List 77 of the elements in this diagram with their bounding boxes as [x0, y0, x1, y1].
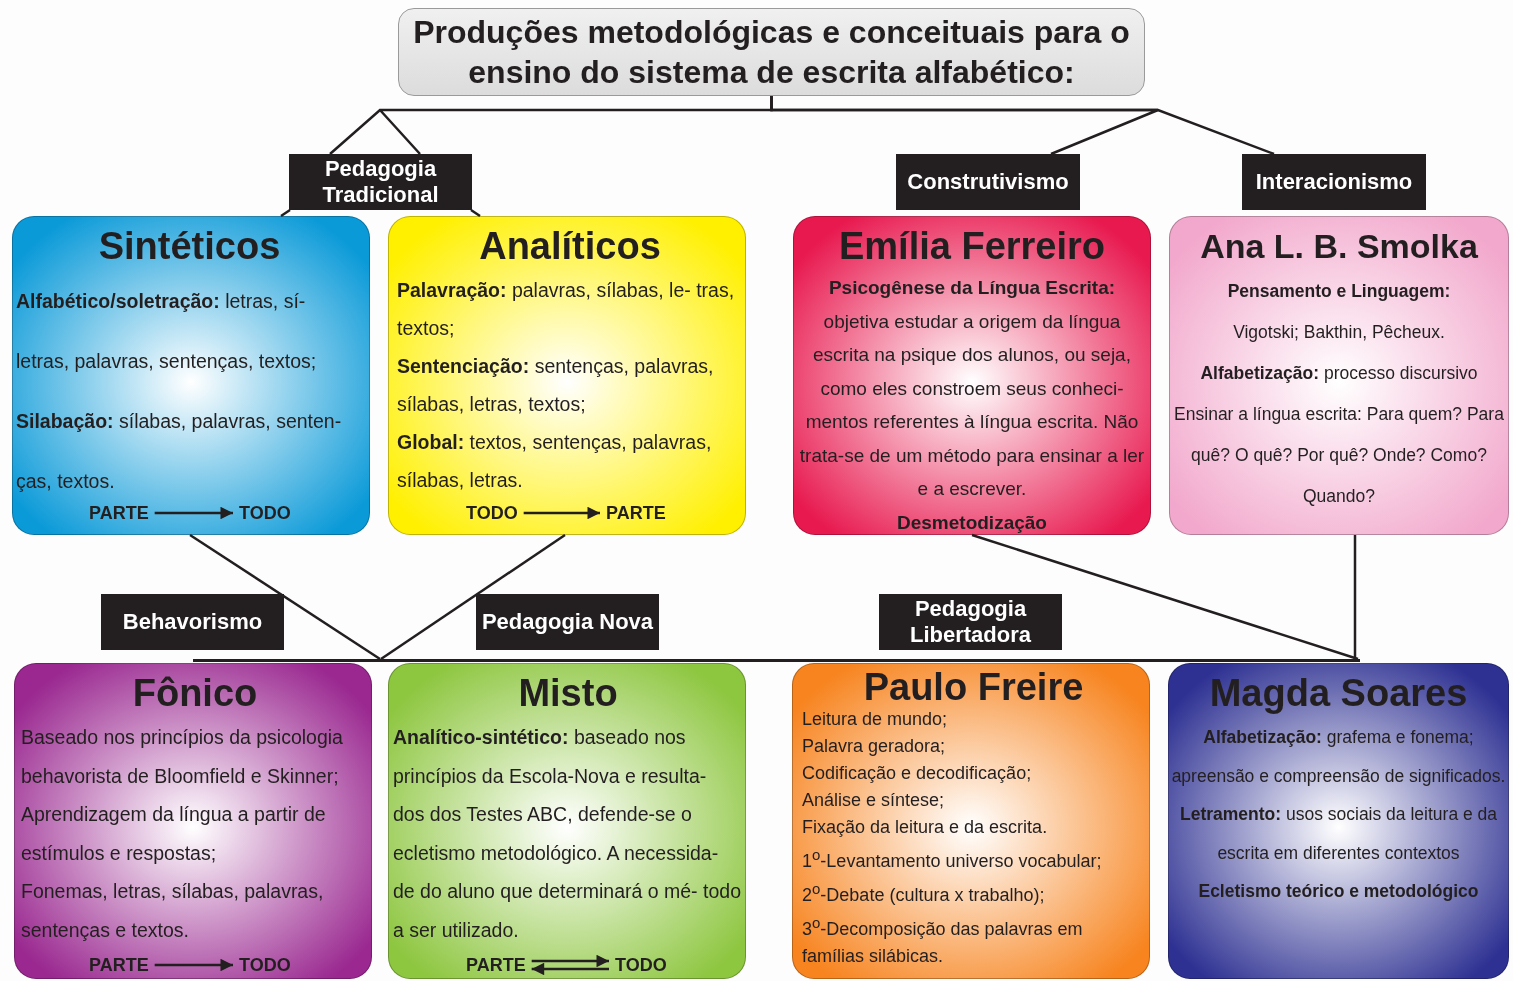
card-text: Palavra geradora; [802, 735, 947, 758]
category-label [896, 154, 1080, 210]
card-text: Análise e síntese; [802, 789, 946, 812]
card-text: Sentenciação: sentenças, palavras, sílabas, letras, textos; [397, 354, 715, 417]
card-text: Fixação da leitura e da escrita. [802, 816, 1049, 839]
label-text: Behavorismo [122, 609, 263, 635]
arrow [531, 962, 609, 976]
method-card [792, 663, 1150, 979]
label-text: Pedagogia Tradicional [321, 156, 440, 208]
card-text: Palavração: palavras, sílabas, le- tras, textos; [397, 278, 736, 341]
direction-word: PARTE [89, 502, 149, 524]
arrow [154, 958, 233, 972]
category-label [1242, 154, 1426, 210]
direction-word: PARTE [89, 954, 149, 976]
card-heading: Magda Soares [1208, 671, 1469, 716]
card-text: 1$^{o}$-Levantamento universo vocabular; [802, 845, 1103, 873]
method-card [14, 663, 372, 979]
card-text: Fonemas, letras, sílabas, palavras, sentenças e textos. [21, 879, 325, 943]
card-text: Vigotski; Bakthin, Pêcheux. [1232, 321, 1446, 344]
card-text: Letramento: usos sociais da leitura e da escrita em diferentes contextos [1178, 803, 1499, 865]
direction-word: TODO [239, 954, 291, 976]
category-label [476, 594, 659, 650]
card-text: Codificação e decodificação; [802, 762, 1033, 785]
card-heading: Emília Ferreiro [837, 224, 1107, 269]
method-card [388, 663, 746, 979]
card-text: Alfabético/soletração: letras, sí- letras, palavras, sentenças, textos; [16, 289, 318, 374]
connector-line [470, 208, 481, 218]
label-text: Pedagogia Libertadora [909, 596, 1032, 648]
direction-word: PARTE [606, 502, 666, 524]
card-text: Alfabetização: grafema e fonema; apreensão e compreensão de significados. [1171, 726, 1506, 788]
card-heading: Analíticos [478, 224, 662, 269]
label-text: Interacionismo [1255, 169, 1413, 195]
category-label [879, 594, 1062, 650]
direction-word: TODO [615, 954, 667, 976]
direction-word: PARTE [466, 954, 526, 976]
card-heading: Fônico [131, 671, 259, 716]
method-card [1169, 216, 1509, 535]
label-text: Produções metodológicas e conceituais para o ensino do sistema de escrita alfabético: [412, 13, 1131, 92]
label-text: Pedagogia Nova [481, 609, 654, 635]
direction-word: TODO [239, 502, 291, 524]
card-text: 3$^{o}$-Decomposição das palavras em famílias silábicas. [802, 913, 1084, 968]
card-text: Ensinar a língua escrita: Para quem? Para quê? O quê? Por quê? Onde? Como? Quando? [1173, 403, 1505, 508]
card-text: Analítico-sintético: baseado nos princípios da Escola-Nova e resulta- dos dos Testes ABC, defende-se o ecletismo metodológico. A necessida- de do aluno que determinará o mé- todo a ser utilizado. [393, 725, 742, 943]
card-text: Pensamento e Linguagem: [1226, 280, 1452, 303]
card-heading: Ana L. B. Smolka [1199, 226, 1479, 267]
card-text: Aprendizagem da língua a partir de estímulos e respostas; [21, 802, 327, 866]
connector-line [380, 533, 566, 661]
card-text: Leitura de mundo; [802, 708, 949, 731]
card-heading: Sintéticos [97, 224, 282, 269]
category-label [101, 594, 284, 650]
card-text: Desmetodização [896, 510, 1048, 535]
card-heading: Paulo Freire [862, 665, 1085, 706]
card-text: objetiva estudar a origem da língua escrita na psique dos alunos, ou seja, como eles constroem seus conheci- mentos referentes à língua escrita. Não trata-se de um método para ensinar a ler e a escrever. [798, 309, 1146, 501]
connector-line [280, 208, 291, 218]
card-text: Psicogênese da Língua Escrita: [827, 276, 1117, 300]
method-card [793, 216, 1151, 535]
arrow [523, 506, 600, 520]
method-card [12, 216, 370, 535]
card-text: Alfabetização: processo discursivo [1199, 362, 1479, 385]
card-text: Ecletismo teórico e metodológico [1197, 880, 1480, 903]
connector-bar [193, 659, 1360, 662]
connector-line [971, 533, 1359, 661]
arrow [531, 954, 609, 968]
card-text: Global: textos, sentenças, palavras, sílabas, letras. [397, 430, 713, 493]
connector-line [1353, 535, 1357, 659]
card-text: 2$^{o}$-Debate (cultura x trabalho); [802, 879, 1046, 907]
direction-word: TODO [466, 502, 518, 524]
connector-line [770, 96, 1275, 156]
card-text: Baseado nos princípios da psicologia behavorista de Bloomfield e Skinner; [21, 725, 344, 789]
label-text: Construtivismo [907, 169, 1069, 195]
card-text: Silabação: sílabas, palavras, senten- ças, textos. [16, 409, 343, 494]
connector-line [189, 533, 381, 661]
category-label [289, 154, 472, 210]
card-heading: Misto [517, 671, 619, 716]
arrow [154, 506, 233, 520]
method-card [388, 216, 746, 535]
method-card [1168, 663, 1509, 979]
